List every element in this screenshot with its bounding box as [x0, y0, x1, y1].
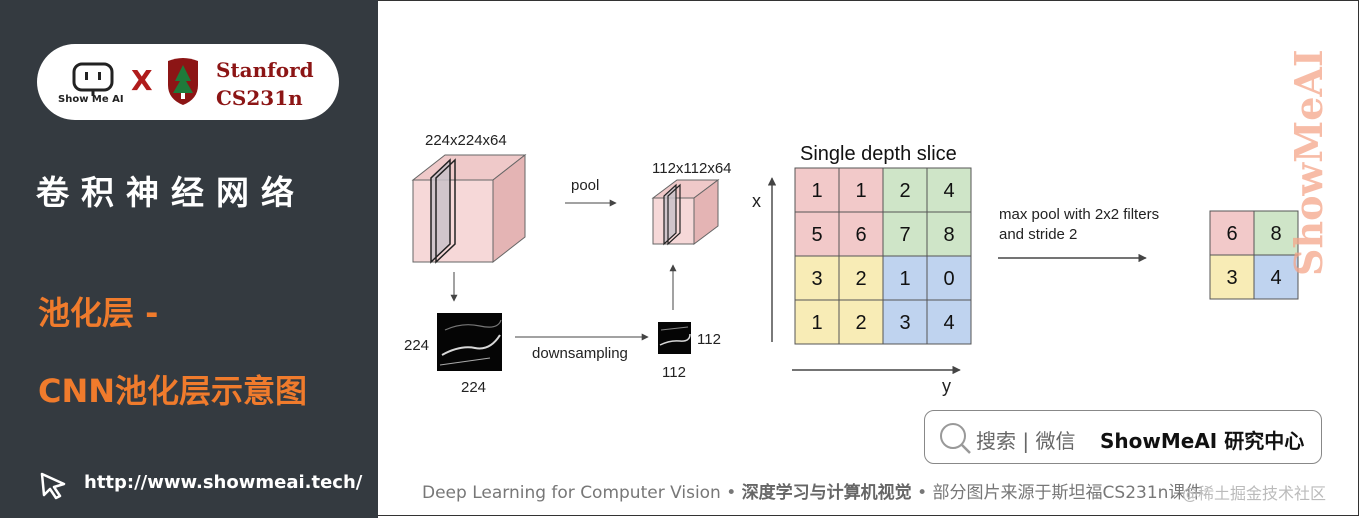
- showmeai-logo-text: Show Me AI: [58, 94, 124, 105]
- grid-value: 1: [855, 180, 866, 202]
- grid-value: 2: [855, 268, 866, 290]
- footer-sep-2: •: [917, 483, 928, 503]
- sidebar-subtitle-1: 池化层 -: [38, 294, 159, 332]
- grid-cell: [882, 255, 928, 301]
- grid-value: 0: [943, 268, 954, 290]
- footer-part-2: 深度学习与计算机视觉: [741, 483, 912, 503]
- input-map-height: 224: [404, 337, 429, 354]
- search-brand: ShowMeAI 研究中心: [1100, 429, 1305, 453]
- grid-value: 8: [943, 224, 954, 246]
- grid-value: 1: [899, 268, 910, 290]
- search-icon: [940, 423, 971, 454]
- grid-cell: [838, 255, 884, 301]
- footer-caption: Deep Learning for Computer Vision • 深度学习…: [422, 478, 1202, 503]
- footer-part-1: Deep Learning for Computer Vision: [422, 483, 721, 503]
- grid-value: 2: [899, 180, 910, 202]
- op-line-1: max pool with 2x2 filters: [999, 206, 1159, 223]
- times-mark: X: [131, 64, 153, 97]
- input-grid: 1 1 2 4 5 6 7 8 3 2 1 0 1 2 3 4: [794, 167, 972, 345]
- grid-cell: [926, 211, 972, 257]
- input-feature-map: [437, 313, 502, 371]
- slice-title: Single depth slice: [800, 143, 957, 165]
- grid-cell: [794, 211, 840, 257]
- grid-value: 4: [943, 180, 954, 202]
- downsampling-label: downsampling: [532, 345, 628, 362]
- grid-value: 1: [811, 180, 822, 202]
- grid-value: 3: [811, 268, 822, 290]
- output-volume-label: 112x112x64: [652, 160, 732, 177]
- output-grid: 6 8 3 4: [1209, 210, 1299, 300]
- output-map-height: 112: [697, 331, 721, 348]
- footer-sep-1: •: [726, 483, 737, 503]
- pool-label: pool: [571, 177, 599, 194]
- output-volume: [651, 179, 720, 246]
- watermark-text: ShowMeAI: [1286, 49, 1331, 276]
- grid-value: 2: [855, 312, 866, 334]
- output-map-width: 112: [662, 364, 686, 381]
- content-frame: [378, 0, 1359, 516]
- grid-value: 3: [1226, 267, 1237, 289]
- stanford-line2: CS231n: [216, 86, 303, 110]
- grid-cell: [1253, 254, 1299, 300]
- grid-value: 1: [811, 312, 822, 334]
- grid-cell: [1253, 210, 1299, 256]
- axis-x-label: x: [752, 191, 761, 211]
- sidebar-subtitle-2: CNN池化层示意图: [38, 372, 308, 410]
- grid-cell: [794, 255, 840, 301]
- showmeai-robot-icon: [72, 62, 114, 96]
- site-url-link[interactable]: http://www.showmeai.tech/: [84, 472, 363, 493]
- cursor-icon: [40, 472, 66, 500]
- grid-value: 4: [1270, 267, 1281, 289]
- sidebar-title: 卷积神经网络: [36, 173, 306, 212]
- stanford-line1: Stanford: [216, 58, 314, 82]
- showmeai-watermark: ShowMeAI: [1286, 49, 1331, 276]
- input-map-width: 224: [461, 379, 486, 396]
- grid-value: 3: [899, 312, 910, 334]
- grid-cell: [882, 211, 928, 257]
- grid-cell: [1209, 210, 1255, 256]
- axis-y-label: y: [942, 376, 951, 396]
- footer-watermark: @稀土掘金技术社区: [1182, 484, 1327, 503]
- pooling-diagram: 224x224x64 pool 112x112x64 224 224 112 1…: [404, 132, 1299, 396]
- grid-value: 5: [811, 224, 822, 246]
- grid-value: 7: [899, 224, 910, 246]
- grid-value: 6: [1226, 223, 1237, 245]
- grid-cell: [882, 167, 928, 213]
- grid-cell: [794, 299, 840, 345]
- footer-part-3: 部分图片来源于斯坦福CS231n课件: [932, 483, 1203, 503]
- grid-value: 8: [1270, 223, 1281, 245]
- grid-cell: [838, 299, 884, 345]
- input-volume: [411, 153, 527, 264]
- grid-value: 6: [855, 224, 866, 246]
- search-label: 搜索 | 微信: [976, 429, 1076, 453]
- op-line-2: and stride 2: [999, 226, 1077, 243]
- grid-value: 4: [943, 312, 954, 334]
- search-box[interactable]: [924, 410, 1322, 464]
- output-feature-map: [658, 322, 691, 354]
- grid-cell: [1209, 254, 1255, 300]
- stanford-logo-icon: [168, 58, 198, 105]
- grid-cell: [794, 167, 840, 213]
- grid-cell: [926, 299, 972, 345]
- input-volume-label: 224x224x64: [425, 132, 507, 149]
- grid-cell: [926, 255, 972, 301]
- stanford-course: Stanford CS231n: [216, 56, 314, 112]
